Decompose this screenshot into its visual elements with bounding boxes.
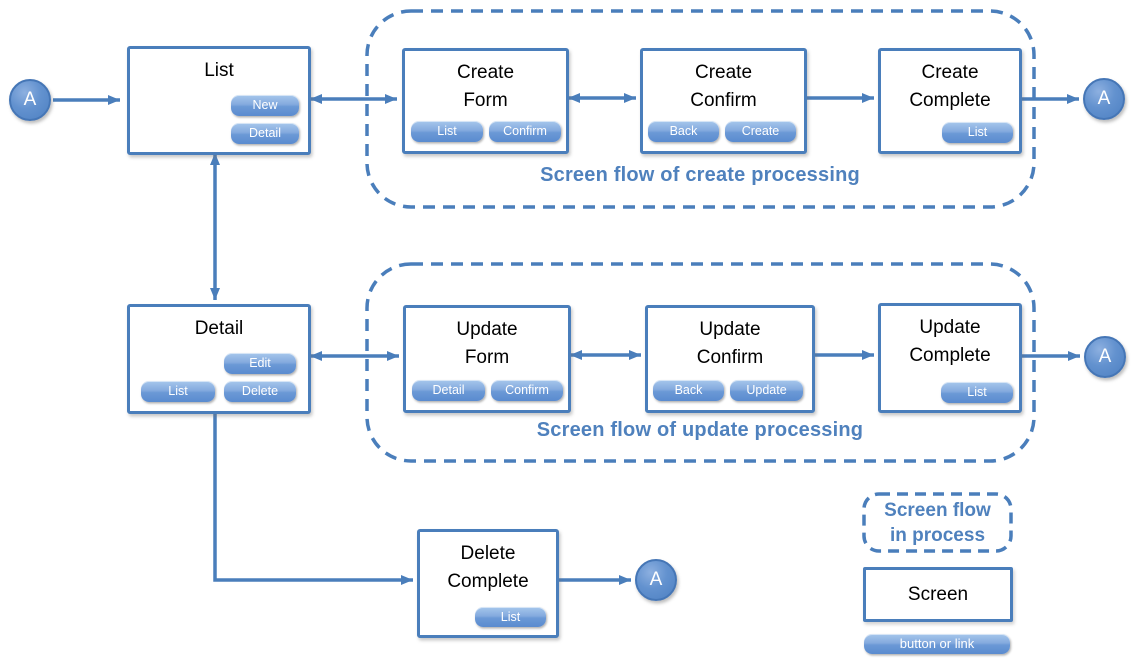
legend-flow-line: Screen flow [884, 499, 991, 521]
title-line: Confirm [690, 90, 757, 111]
title-line: Create [694, 62, 753, 83]
connector-a-update-end: A [1084, 336, 1126, 378]
list-button[interactable]: List [942, 122, 1013, 143]
title-line: Complete [447, 571, 529, 592]
connector-a-create-end: A [1083, 78, 1125, 120]
confirm-button[interactable]: Confirm [489, 121, 561, 142]
screen-update-confirm-title: Update Confirm [648, 308, 812, 372]
screen-update-complete-title: Update Complete [881, 306, 1019, 370]
screen-create-complete: Create Complete List [878, 48, 1022, 154]
title-line: Create [921, 62, 979, 83]
legend-flow-label: Screen flow in process [864, 494, 1011, 551]
detail-button[interactable]: Detail [412, 380, 485, 401]
title-line: Confirm [696, 347, 764, 368]
legend-flow-line: in process [889, 524, 986, 546]
legend-screen-label: Screen [907, 583, 969, 605]
screen-delete-complete: Delete Complete List [417, 529, 559, 638]
update-flow-container [365, 262, 1036, 463]
new-button[interactable]: New [231, 95, 299, 116]
screen-update-form: Update Form Detail Confirm [403, 305, 571, 413]
title-line: Complete [909, 345, 991, 366]
create-button[interactable]: Create [725, 121, 796, 142]
title-line: Create [456, 62, 515, 83]
create-flow-label: Screen flow of create processing [540, 164, 860, 186]
update-button[interactable]: Update [730, 380, 803, 401]
list-button[interactable]: List [411, 121, 483, 142]
screen-list-title: List [204, 60, 234, 81]
title-line: Form [463, 90, 508, 111]
screen-detail: Detail Edit List Delete [127, 304, 311, 414]
confirm-button[interactable]: Confirm [491, 380, 563, 401]
legend-button-or-link: button or link [864, 634, 1010, 654]
legend-screen-box: Screen [863, 567, 1013, 622]
edit-button[interactable]: Edit [224, 353, 296, 374]
list-button[interactable]: List [475, 607, 546, 627]
arrow-detail-deletecomplete [213, 411, 413, 585]
screen-list: List New Detail [127, 46, 311, 155]
connector-a-delete-end: A [635, 559, 677, 601]
back-button[interactable]: Back [653, 380, 724, 401]
list-button[interactable]: List [941, 382, 1013, 403]
title-line: Complete [909, 90, 991, 111]
screen-create-form-title: Create Form [405, 51, 566, 115]
title-line: Form [464, 347, 510, 368]
screen-create-confirm: Create Confirm Back Create [640, 48, 807, 154]
back-button[interactable]: Back [648, 121, 719, 142]
screen-update-confirm: Update Confirm Back Update [645, 305, 815, 413]
create-flow-container [365, 9, 1036, 209]
title-line: Delete [460, 543, 516, 564]
detail-button[interactable]: Detail [231, 123, 299, 144]
screen-delete-complete-title: Delete Complete [420, 532, 556, 596]
title-line: Update [456, 319, 518, 340]
screen-create-form: Create Form List Confirm [402, 48, 569, 154]
screen-update-complete: Update Complete List [878, 303, 1022, 413]
screen-create-complete-title: Create Complete [881, 51, 1019, 115]
legend-flow-container [862, 492, 1013, 553]
list-button[interactable]: List [141, 381, 215, 402]
screen-detail-title: Detail [194, 318, 244, 339]
delete-button[interactable]: Delete [224, 381, 296, 402]
update-flow-label: Screen flow of update processing [536, 419, 864, 441]
screen-create-confirm-title: Create Confirm [643, 51, 804, 115]
title-line: Update [919, 317, 981, 338]
screen-update-form-title: Update Form [406, 308, 568, 372]
title-line: Update [699, 319, 761, 340]
connector-a-start: A [9, 79, 51, 121]
